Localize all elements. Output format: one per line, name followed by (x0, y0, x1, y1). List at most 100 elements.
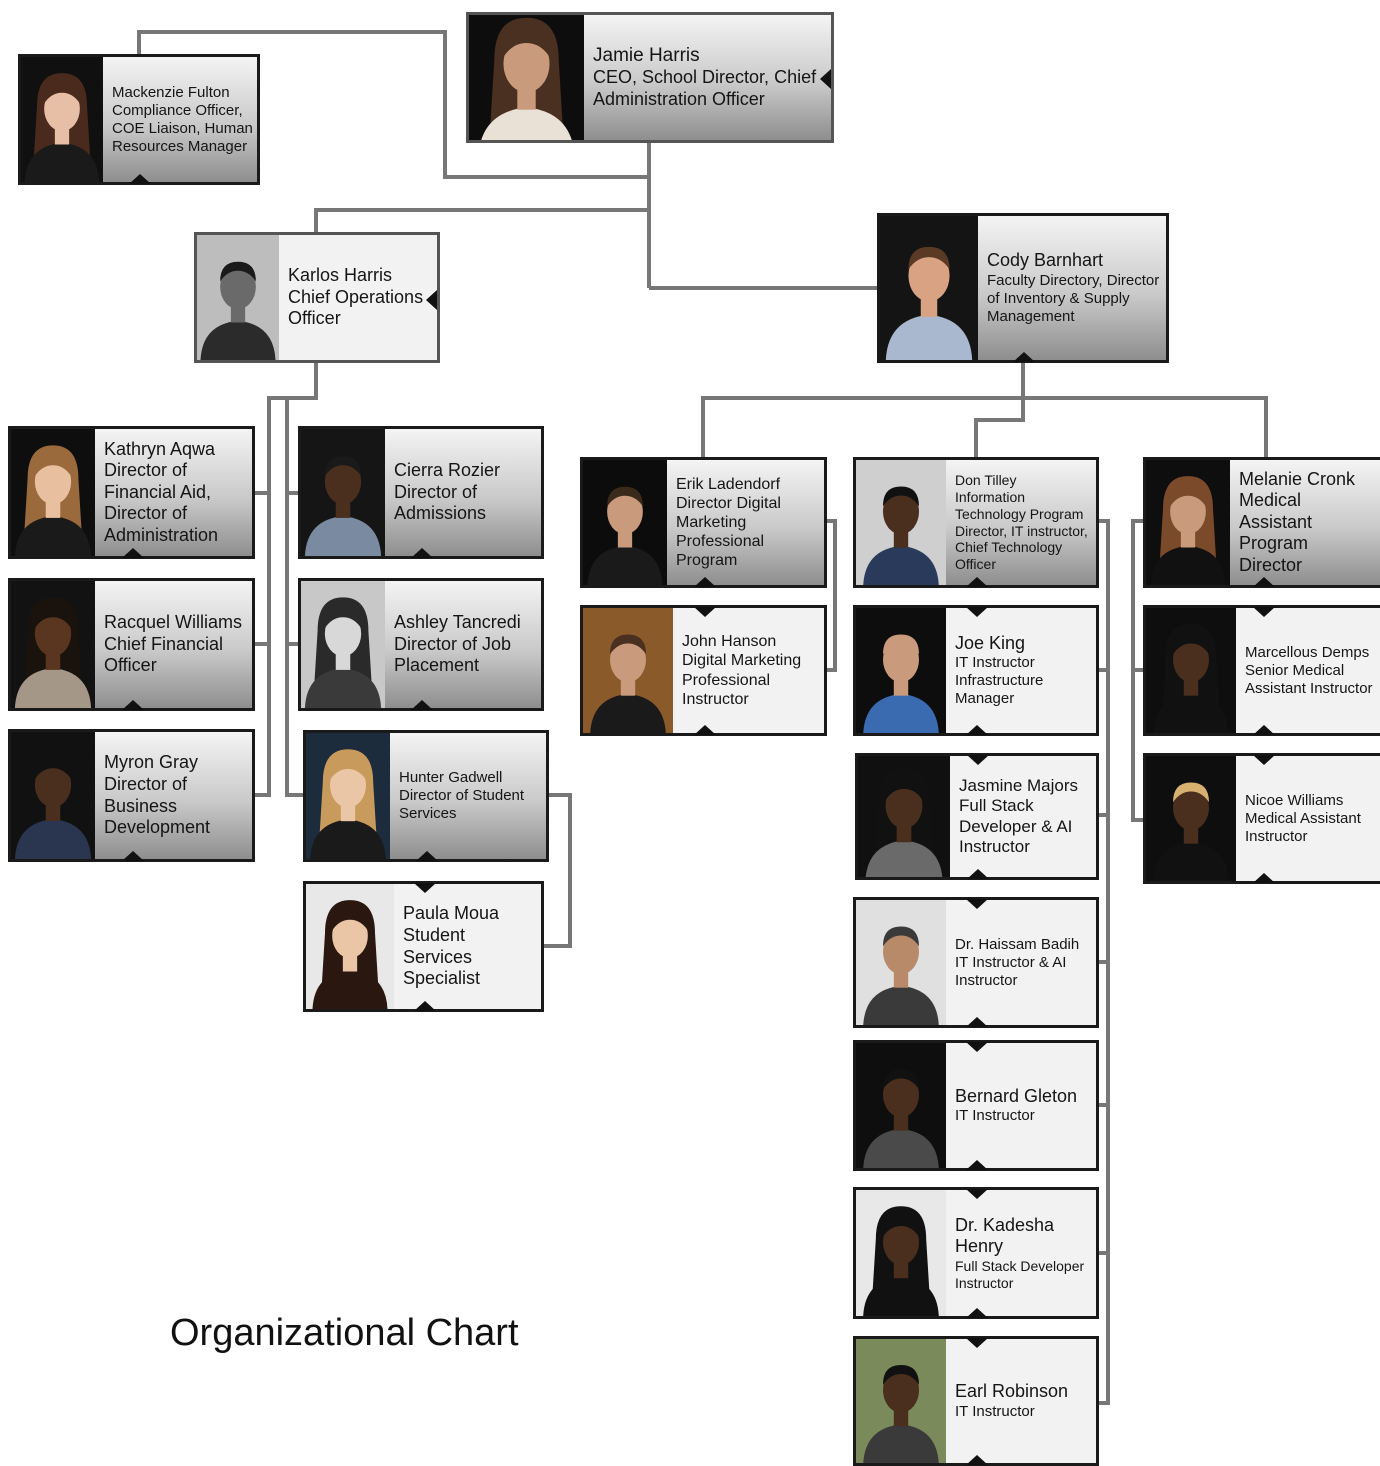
expand-arrow-up-icon[interactable] (966, 725, 988, 735)
avatar (1146, 756, 1236, 881)
expand-arrow-down-icon[interactable] (693, 607, 716, 617)
avatar (301, 581, 385, 708)
expand-arrow-up-icon[interactable] (693, 725, 716, 735)
person-silhouette-icon (856, 1339, 946, 1463)
expand-arrow-down-icon[interactable] (966, 899, 988, 909)
expand-arrow-up-icon[interactable] (967, 869, 989, 879)
person-name: Dr. Haissam Badih (955, 935, 1080, 953)
expand-arrow-down-icon[interactable] (967, 755, 989, 765)
person-silhouette-icon (856, 460, 946, 585)
person-name: Myron Gray (104, 752, 199, 773)
person-name: Karlos Harris (288, 265, 393, 286)
person-role: IT Instructor & AI Instructor (955, 953, 1067, 989)
expand-arrow-up-icon[interactable] (413, 1001, 436, 1011)
expand-arrow-up-icon[interactable] (1253, 577, 1275, 587)
person-role: Director of Admissions (394, 481, 487, 524)
avatar (856, 900, 946, 1025)
avatar (1146, 460, 1230, 585)
expand-arrow-down-icon[interactable] (966, 1042, 988, 1052)
expand-arrow-up-icon[interactable] (121, 548, 144, 558)
avatar (11, 732, 95, 859)
person-card-mackenzie[interactable]: Mackenzie Fulton Compliance Officer, COE… (18, 54, 260, 185)
expand-arrow-up-icon[interactable] (966, 1017, 988, 1027)
expand-arrow-up-icon[interactable] (1013, 352, 1035, 362)
person-name: Melanie Cronk (1239, 468, 1356, 489)
person-name: Kathryn Aqwa (104, 438, 216, 459)
expand-arrow-up-icon[interactable] (693, 577, 716, 587)
expand-arrow-down-icon[interactable] (413, 883, 436, 893)
expand-arrow-up-icon[interactable] (1253, 873, 1275, 883)
expand-arrow-down-icon[interactable] (966, 1338, 988, 1348)
expand-arrow-down-icon[interactable] (966, 607, 988, 617)
person-silhouette-icon (306, 884, 394, 1009)
collapse-arrow-icon[interactable] (820, 69, 831, 89)
person-role: Chief Financial Officer (104, 633, 224, 676)
expand-arrow-up-icon[interactable] (966, 1308, 988, 1318)
expand-arrow-up-icon[interactable] (416, 851, 438, 861)
person-name: Erik Ladendorf (676, 475, 781, 493)
person-role: Faculty Directory, Director of Inventory… (987, 271, 1160, 325)
expand-arrow-down-icon[interactable] (1253, 755, 1275, 765)
expand-arrow-up-icon[interactable] (966, 1455, 988, 1465)
avatar (1146, 608, 1236, 733)
avatar (856, 460, 946, 585)
avatar (856, 1339, 946, 1463)
expand-arrow-up-icon[interactable] (411, 548, 433, 558)
person-role: IT Instructor (955, 1107, 1035, 1125)
person-silhouette-icon (11, 429, 95, 556)
person-name: Racquel Williams (104, 612, 243, 633)
expand-arrow-up-icon[interactable] (129, 174, 151, 184)
person-silhouette-icon (856, 608, 946, 733)
avatar (880, 216, 978, 360)
expand-arrow-up-icon[interactable] (121, 700, 144, 710)
expand-arrow-down-icon[interactable] (966, 1189, 988, 1199)
expand-arrow-up-icon[interactable] (411, 700, 433, 710)
person-role: Senior Medical Assistant Instructor (1245, 661, 1373, 697)
person-role: IT Instructor Infrastructure Manager (955, 654, 1044, 708)
person-role: CEO, School Director, Chief Administrati… (593, 67, 817, 109)
person-silhouette-icon (21, 57, 103, 182)
expand-arrow-up-icon[interactable] (1253, 725, 1275, 735)
collapse-arrow-icon[interactable] (426, 290, 437, 310)
avatar (858, 756, 950, 877)
person-name: Earl Robinson (955, 1381, 1069, 1402)
person-silhouette-icon (11, 581, 95, 708)
person-name: Jamie Harris (593, 44, 700, 66)
expand-arrow-down-icon[interactable] (1253, 607, 1275, 617)
expand-arrow-up-icon[interactable] (966, 577, 988, 587)
avatar (21, 57, 103, 182)
expand-arrow-up-icon[interactable] (966, 1160, 988, 1170)
expand-arrow-up-icon[interactable] (121, 851, 144, 861)
